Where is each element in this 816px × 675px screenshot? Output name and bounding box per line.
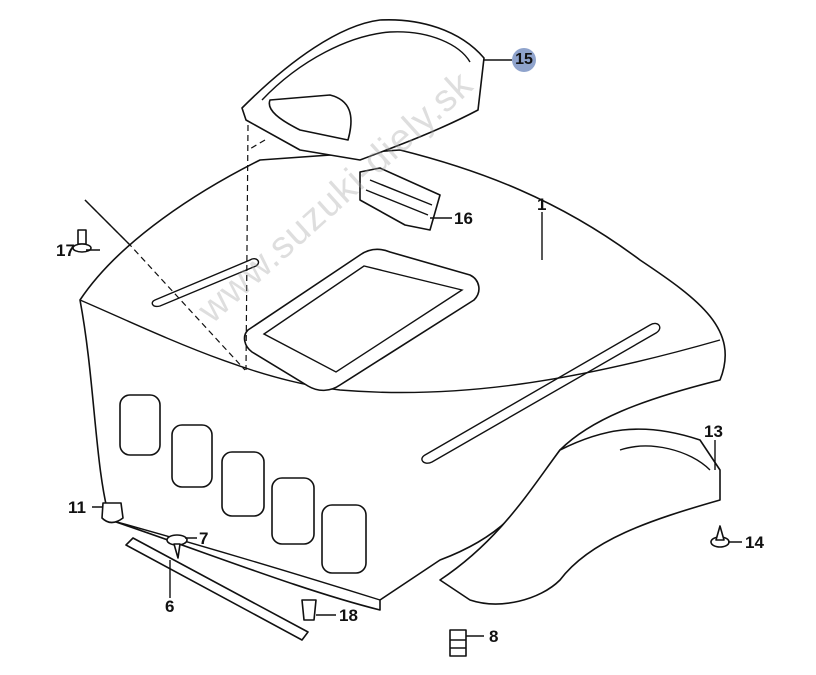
grommet-18[interactable] <box>301 599 317 621</box>
callout-16[interactable]: 16 <box>454 209 473 228</box>
hood-insulator[interactable] <box>439 428 721 605</box>
bolt-17[interactable] <box>72 229 92 253</box>
callout-6[interactable]: 6 <box>165 597 175 616</box>
seal-strip-6[interactable] <box>125 537 309 641</box>
callout-1[interactable]: 1 <box>537 195 547 214</box>
bumper-11[interactable] <box>101 502 124 524</box>
callout-13[interactable]: 13 <box>704 422 723 441</box>
stopper-8[interactable] <box>449 629 467 657</box>
callout-7[interactable]: 7 <box>199 529 209 548</box>
callout-17[interactable]: 17 <box>56 241 75 260</box>
grille-openings <box>119 394 367 574</box>
callout-14[interactable]: 14 <box>745 533 764 552</box>
callout-15[interactable]: 15 <box>512 48 536 72</box>
callout-11[interactable]: 11 <box>68 498 86 517</box>
clip-7[interactable] <box>166 534 188 559</box>
callout-8[interactable]: 8 <box>489 627 499 646</box>
clip-14[interactable] <box>710 525 730 548</box>
callout-18[interactable]: 18 <box>339 606 358 625</box>
